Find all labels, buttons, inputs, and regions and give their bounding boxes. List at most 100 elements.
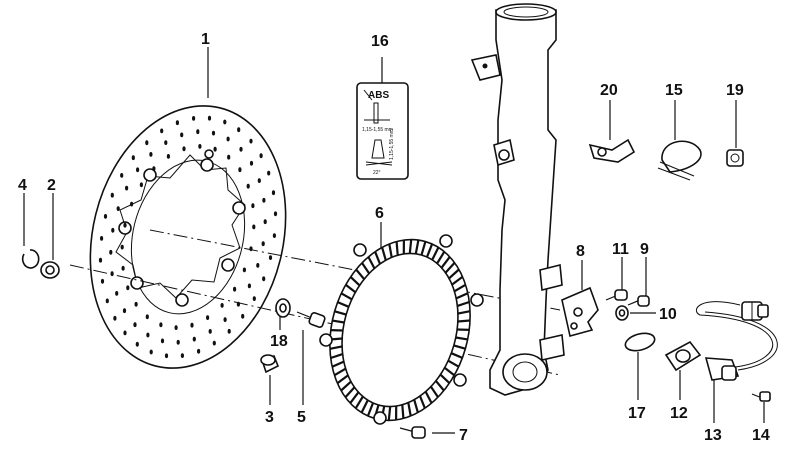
ring-tooth — [457, 310, 471, 315]
callout-14: 14 — [752, 427, 770, 444]
disc-bolt-holes — [118, 149, 246, 307]
ring-tooth — [387, 406, 392, 421]
ring-tooth — [450, 352, 463, 359]
ring-tooth — [354, 395, 364, 409]
abs-label-spec-bottom: 1,15-1,55 mm — [389, 129, 395, 160]
ring-tooth — [457, 319, 471, 323]
callout-12: 12 — [670, 405, 688, 422]
ring-tooth — [330, 353, 343, 360]
drill-hole — [176, 339, 180, 345]
drill-hole — [139, 182, 143, 188]
ring-tooth — [444, 262, 456, 274]
drill-hole — [175, 120, 179, 126]
drill-hole — [261, 241, 265, 247]
drill-hole — [226, 136, 230, 142]
fork-slider — [470, 3, 565, 396]
cable-clip — [588, 138, 636, 163]
drill-hole — [180, 353, 184, 358]
drill-hole — [164, 140, 168, 146]
callout-20: 20 — [600, 82, 618, 99]
ring-tooth — [436, 251, 446, 265]
ring-tooth — [361, 262, 371, 275]
ring-tooth — [366, 402, 375, 417]
ring-tooth — [349, 276, 361, 287]
drill-hole — [223, 119, 227, 125]
screw-5 — [296, 311, 326, 328]
drill-hole — [152, 166, 156, 172]
drill-hole — [136, 167, 140, 173]
abs-sensor — [695, 301, 778, 381]
ring-tooth — [420, 241, 427, 256]
ring-tooth — [429, 385, 439, 398]
drill-hole — [105, 298, 109, 304]
drill-hole — [262, 276, 266, 282]
drill-hole — [116, 206, 120, 212]
ring-tooth — [453, 283, 467, 293]
drill-hole — [256, 263, 260, 268]
drill-hole — [145, 140, 149, 146]
drill-hole — [145, 314, 149, 320]
sensor-bracket — [561, 286, 599, 337]
drill-hole — [263, 219, 267, 225]
cover-plate — [624, 332, 656, 352]
drill-hole — [252, 296, 256, 301]
drill-hole — [126, 285, 130, 291]
ring-tooth — [455, 292, 469, 300]
drill-hole — [123, 330, 127, 336]
drill-hole — [273, 211, 278, 217]
drill-hole — [262, 197, 266, 203]
drill-hole — [267, 170, 271, 176]
drill-hole — [198, 144, 202, 149]
ring-tooth — [443, 366, 455, 377]
ring-tooth — [453, 344, 466, 350]
drill-hole — [122, 308, 127, 314]
ring-tooth — [374, 251, 382, 265]
drill-hole — [130, 201, 134, 207]
drill-hole — [259, 153, 263, 159]
drill-hole — [213, 146, 217, 152]
ring-tooth — [360, 399, 369, 414]
screw-9 — [627, 295, 650, 307]
drill-hole — [133, 322, 137, 328]
ring-tooth — [408, 239, 413, 254]
ring-tooth — [447, 359, 460, 368]
drill-hole — [192, 336, 196, 342]
drill-hole — [160, 338, 165, 344]
drill-hole — [100, 278, 105, 284]
callout-10: 10 — [659, 306, 677, 323]
drill-hole — [257, 178, 261, 184]
ring-tooth — [455, 336, 468, 341]
callout-17: 17 — [628, 405, 646, 422]
drill-hole — [227, 154, 231, 160]
washer-10 — [615, 305, 629, 321]
callout-4: 4 — [18, 177, 27, 194]
drill-hole — [252, 224, 256, 230]
drill-hole — [149, 152, 153, 157]
ring-tooth — [395, 241, 399, 256]
ring-tooth — [349, 391, 360, 404]
drill-hole — [223, 317, 227, 322]
callout-8: 8 — [576, 243, 585, 260]
ring-tooth — [340, 380, 352, 392]
drill-hole — [206, 315, 210, 320]
screw-14 — [751, 391, 771, 402]
circlip — [21, 249, 40, 269]
drill-hole — [246, 183, 250, 189]
drill-hole — [249, 138, 253, 144]
drill-hole — [111, 227, 115, 233]
drill-hole — [123, 222, 127, 228]
ring-tooth — [337, 301, 350, 308]
drill-hole — [103, 214, 108, 219]
drill-hole — [115, 291, 119, 296]
drill-hole — [120, 244, 124, 250]
abs-label-brand: ABS — [368, 90, 389, 101]
axis-line-2 — [149, 229, 561, 311]
callout-9: 9 — [640, 241, 649, 258]
ring-tooth — [329, 345, 343, 350]
drill-hole — [249, 160, 254, 166]
drill-hole — [159, 322, 163, 328]
drill-hole — [109, 249, 113, 255]
ring-tooth — [367, 256, 376, 269]
callout-11: 11 — [612, 241, 629, 258]
